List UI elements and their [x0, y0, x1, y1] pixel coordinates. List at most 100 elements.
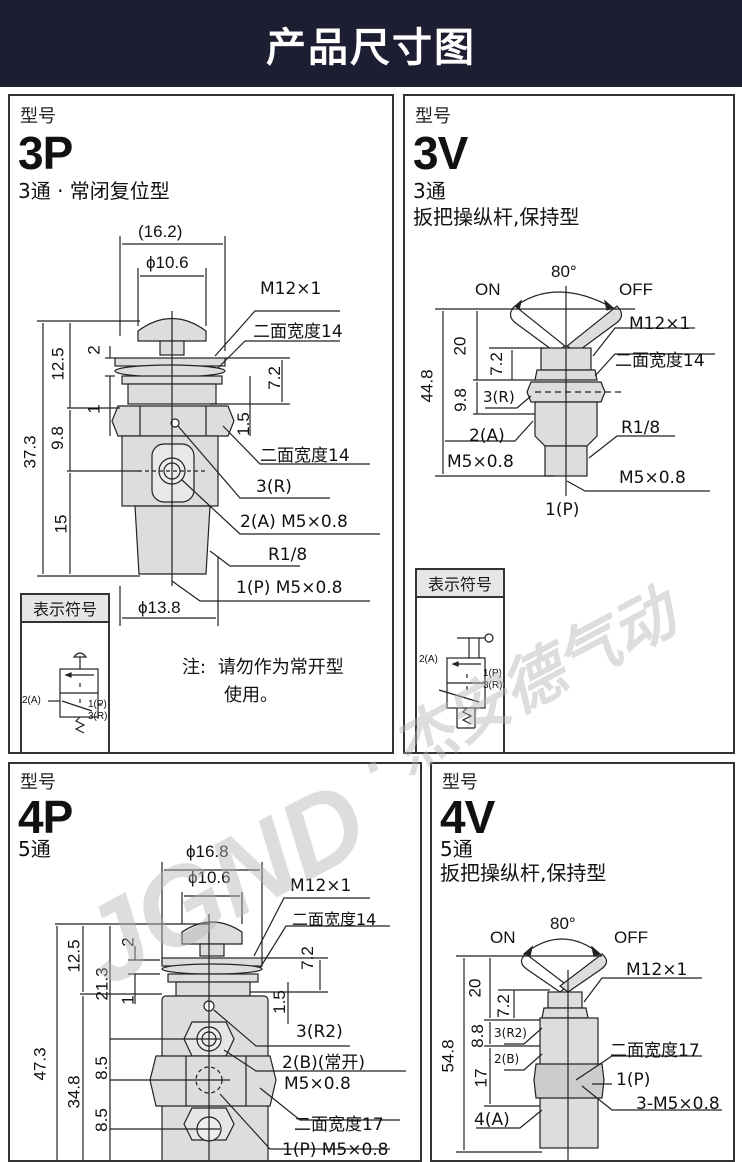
dim-8-5a: 8.5 — [91, 1056, 111, 1080]
label-off: OFF — [619, 280, 653, 299]
callout-thread-m5: 3-M5×0.8 — [636, 1094, 720, 1114]
callout-2a-thread: M5×0.8 — [447, 452, 514, 472]
callout-flats-top: 二面宽度14 — [253, 322, 343, 342]
model-description-2: 扳把操纵杆,保持型 — [413, 205, 580, 229]
note-prefix: 注: — [182, 657, 207, 678]
callout-flats: 二面宽度14 — [615, 351, 705, 371]
callout-thread: M12×1 — [260, 279, 322, 299]
pneumatic-symbol-3v — [438, 633, 494, 729]
callout-port-1p: 1(P) — [545, 500, 580, 520]
callout-port-2b: 2(B)(常开) — [282, 1053, 366, 1073]
page-title: 产品尺寸图 — [266, 24, 476, 71]
dim-8-5b: 8.5 — [91, 1108, 111, 1132]
dim-7-2: 7.2 — [493, 994, 513, 1018]
callout-port-3r2: 3(R2) — [296, 1022, 343, 1042]
dim-body-dia: ϕ13.8 — [138, 598, 181, 617]
pneumatic-symbol-3p — [48, 652, 102, 734]
dim-angle: 80° — [551, 262, 577, 281]
callout-flats-hex: 二面宽度14 — [260, 446, 350, 466]
note-line2: 使用。 — [224, 685, 278, 706]
dim-h-lower: 34.8 — [64, 1075, 84, 1109]
callout-port-4a: 4(A) — [474, 1110, 510, 1130]
dim-1-5: 1.5 — [269, 990, 289, 1014]
callout-thread: M12×1 — [290, 876, 352, 896]
dim-h-top: 12.5 — [64, 939, 84, 973]
callout-thread: M12×1 — [626, 960, 688, 980]
dim-button-dia: ϕ10.6 — [188, 868, 231, 887]
symbol-label: 表示符号 — [417, 570, 503, 598]
model-description-2: 扳把操纵杆,保持型 — [440, 861, 607, 885]
type-label: 型号 — [20, 772, 56, 793]
callout-port-1p: 1(P) — [616, 1070, 651, 1090]
valve-drawing-3p — [37, 236, 380, 626]
callout-1p-thread: M5×0.8 — [619, 468, 686, 488]
dim-h-upper: 21.3 — [92, 967, 112, 1001]
callout-port-1p: 1(P) M5×0.8 — [282, 1140, 389, 1160]
dim-h-total: 44.8 — [417, 369, 437, 403]
callout-port-3r: 3(R) — [256, 477, 292, 497]
symbol-port-p: 1(P) — [88, 699, 107, 710]
callout-thread: M12×1 — [629, 314, 691, 334]
callout-port-2a: 2(A) — [469, 426, 505, 446]
model-description-1: 5通 — [440, 837, 473, 861]
model-name: 4V — [440, 791, 495, 843]
dim-7-2: 7.2 — [486, 352, 506, 376]
dim-7-2: 7.2 — [264, 366, 284, 390]
callout-port-1p: 1(P) M5×0.8 — [236, 578, 343, 598]
dim-2: 2 — [84, 345, 104, 355]
symbol-port-r: 3(R) — [483, 680, 503, 691]
callout-port-3r: 3(R) — [483, 388, 515, 406]
dim-h-mid: 9.8 — [450, 388, 470, 412]
dim-angle: 80° — [550, 914, 576, 933]
dim-h-mid: 9.8 — [47, 426, 67, 450]
dim-7-2: 7.2 — [297, 946, 317, 970]
symbol-port-p: 1(P) — [483, 668, 502, 679]
dim-overall-dia: ϕ16.8 — [186, 842, 229, 861]
model-description: 5通 — [18, 837, 51, 861]
valve-drawing-4v — [456, 938, 722, 1160]
valve-drawing-3v — [435, 286, 715, 496]
dim-button-dia: ϕ10.6 — [146, 253, 189, 272]
callout-flats-hex: 二面宽度17 — [294, 1115, 384, 1135]
label-off: OFF — [614, 928, 648, 947]
page-header: 产品尺寸图 — [0, 0, 742, 87]
callout-r18: R1/8 — [621, 418, 661, 438]
type-label: 型号 — [415, 106, 451, 127]
dim-8-8: 8.8 — [467, 1024, 487, 1048]
callout-2b-thread: M5×0.8 — [284, 1074, 351, 1094]
model-description: 3通 · 常闭复位型 — [18, 179, 170, 203]
panel-4v: 型号 4V 5通 扳把操纵杆,保持型 — [430, 762, 735, 1162]
model-name: 4P — [18, 791, 73, 843]
usage-note: 注: 请勿作为常开型 使用。 — [182, 654, 344, 710]
dim-h-top: 20 — [450, 336, 470, 356]
model-name: 3P — [18, 127, 73, 179]
panel-4p: 型号 4P 5通 — [8, 762, 422, 1162]
symbol-port-a: 2(A) — [419, 654, 438, 665]
callout-flats-top: 二面宽度14 — [292, 910, 377, 929]
callout-port-2b: 2(B) — [494, 1052, 520, 1066]
label-on: ON — [490, 928, 516, 947]
dim-1-5: 1.5 — [233, 412, 253, 436]
label-on: ON — [475, 280, 501, 299]
symbol-box: 表示符号 2(A) 1(P) 3(R) — [20, 593, 110, 752]
note-line1: 请勿作为常开型 — [217, 657, 344, 678]
type-label: 型号 — [20, 106, 56, 127]
model-name: 3V — [413, 127, 468, 179]
symbol-box: 表示符号 2(A) 1(P) 3(R) — [415, 568, 505, 752]
symbol-port-a: 2(A) — [22, 695, 41, 706]
model-description-1: 3通 — [413, 179, 446, 203]
dim-h-total: 54.8 — [438, 1039, 458, 1073]
dim-h-top: 12.5 — [48, 347, 68, 381]
dim-h-top: 20 — [465, 978, 485, 998]
dim-1: 1 — [118, 995, 138, 1005]
dim-h-bottom: 15 — [51, 514, 71, 534]
valve-drawing-4p — [55, 862, 406, 1160]
dim-1: 1 — [84, 404, 104, 414]
panel-3v: 型号 3V 3通 扳把操纵杆,保持型 — [403, 94, 735, 754]
dim-overall-width: (16.2) — [138, 222, 183, 241]
symbol-label: 表示符号 — [22, 595, 108, 623]
dim-17: 17 — [471, 1068, 491, 1088]
type-label: 型号 — [442, 772, 478, 793]
callout-r18: R1/8 — [268, 545, 308, 565]
panel-3p: 型号 3P 3通 · 常闭复位型 — [8, 94, 394, 754]
